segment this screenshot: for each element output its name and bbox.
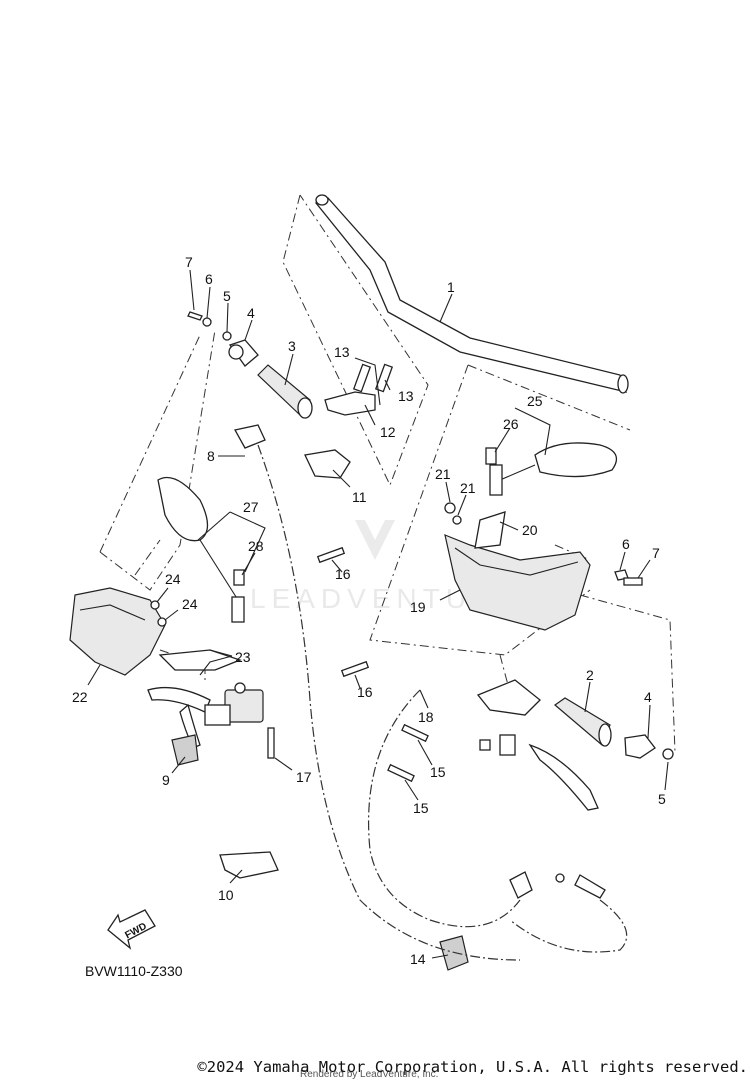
throttle-cables [367, 689, 628, 953]
callout-16-a[interactable]: 16 [335, 566, 351, 582]
callout-25[interactable]: 25 [527, 393, 543, 409]
left-lever-assembly [147, 682, 264, 749]
leader-lines [87, 269, 669, 959]
cable-8 [234, 424, 521, 961]
callout-3[interactable]: 3 [288, 338, 296, 354]
callout-8[interactable]: 8 [207, 448, 215, 464]
callout-10[interactable]: 10 [218, 887, 234, 903]
callout-5-right[interactable]: 5 [658, 791, 666, 807]
callout-24-a[interactable]: 24 [165, 571, 181, 587]
callout-20[interactable]: 20 [522, 522, 538, 538]
callout-24-b[interactable]: 24 [182, 596, 198, 612]
callout-23[interactable]: 23 [235, 649, 251, 665]
callout-18[interactable]: 18 [418, 709, 434, 725]
rendered-by: Rendered by LeadVenture, Inc. [300, 1069, 439, 1080]
callout-16-b[interactable]: 16 [357, 684, 373, 700]
callout-28[interactable]: 28 [248, 538, 264, 554]
right-handguard [444, 502, 643, 631]
fwd-arrow-icon: FWD [107, 909, 156, 950]
callout-5-left[interactable]: 5 [223, 288, 231, 304]
bands [267, 546, 429, 783]
callout-13-b[interactable]: 13 [398, 388, 414, 404]
callout-22[interactable]: 22 [72, 689, 88, 705]
right-mirror [485, 442, 618, 496]
callout-19[interactable]: 19 [410, 599, 426, 615]
callout-6-right[interactable]: 6 [622, 536, 630, 552]
left-mirror [157, 476, 245, 623]
copyright-footer: ©2024 Yamaha Motor Corporation, U.S.A. A… [197, 1058, 748, 1076]
callout-4-right[interactable]: 4 [644, 689, 652, 705]
left-grip-assembly [187, 311, 313, 419]
small-parts [171, 734, 469, 971]
callout-26[interactable]: 26 [503, 416, 519, 432]
callout-12[interactable]: 12 [380, 424, 396, 440]
handlebar [314, 194, 629, 394]
callout-11[interactable]: 11 [352, 489, 367, 505]
callout-15-b[interactable]: 15 [413, 800, 429, 816]
clamp-assembly [304, 363, 394, 479]
left-handguard [69, 587, 242, 676]
callout-17[interactable]: 17 [296, 769, 312, 785]
callout-21-a[interactable]: 21 [435, 466, 451, 482]
callout-7-left[interactable]: 7 [185, 254, 193, 270]
callout-9[interactable]: 9 [162, 772, 170, 788]
callout-6-left[interactable]: 6 [205, 271, 213, 287]
callout-1[interactable]: 1 [447, 279, 455, 295]
callouts: 1 2 3 4 4 5 5 6 6 7 7 8 9 10 11 12 13 13… [72, 254, 666, 967]
callout-4-left[interactable]: 4 [247, 305, 255, 321]
callout-21-b[interactable]: 21 [460, 480, 476, 496]
right-grip-assembly [476, 679, 674, 811]
callout-13-a[interactable]: 13 [334, 344, 350, 360]
diagram-code: BVW1110-Z330 [85, 963, 183, 979]
callout-7-right[interactable]: 7 [652, 545, 660, 561]
callout-2[interactable]: 2 [586, 667, 594, 683]
callout-15-a[interactable]: 15 [430, 764, 446, 780]
callout-27[interactable]: 27 [243, 499, 259, 515]
callout-14[interactable]: 14 [410, 951, 426, 967]
